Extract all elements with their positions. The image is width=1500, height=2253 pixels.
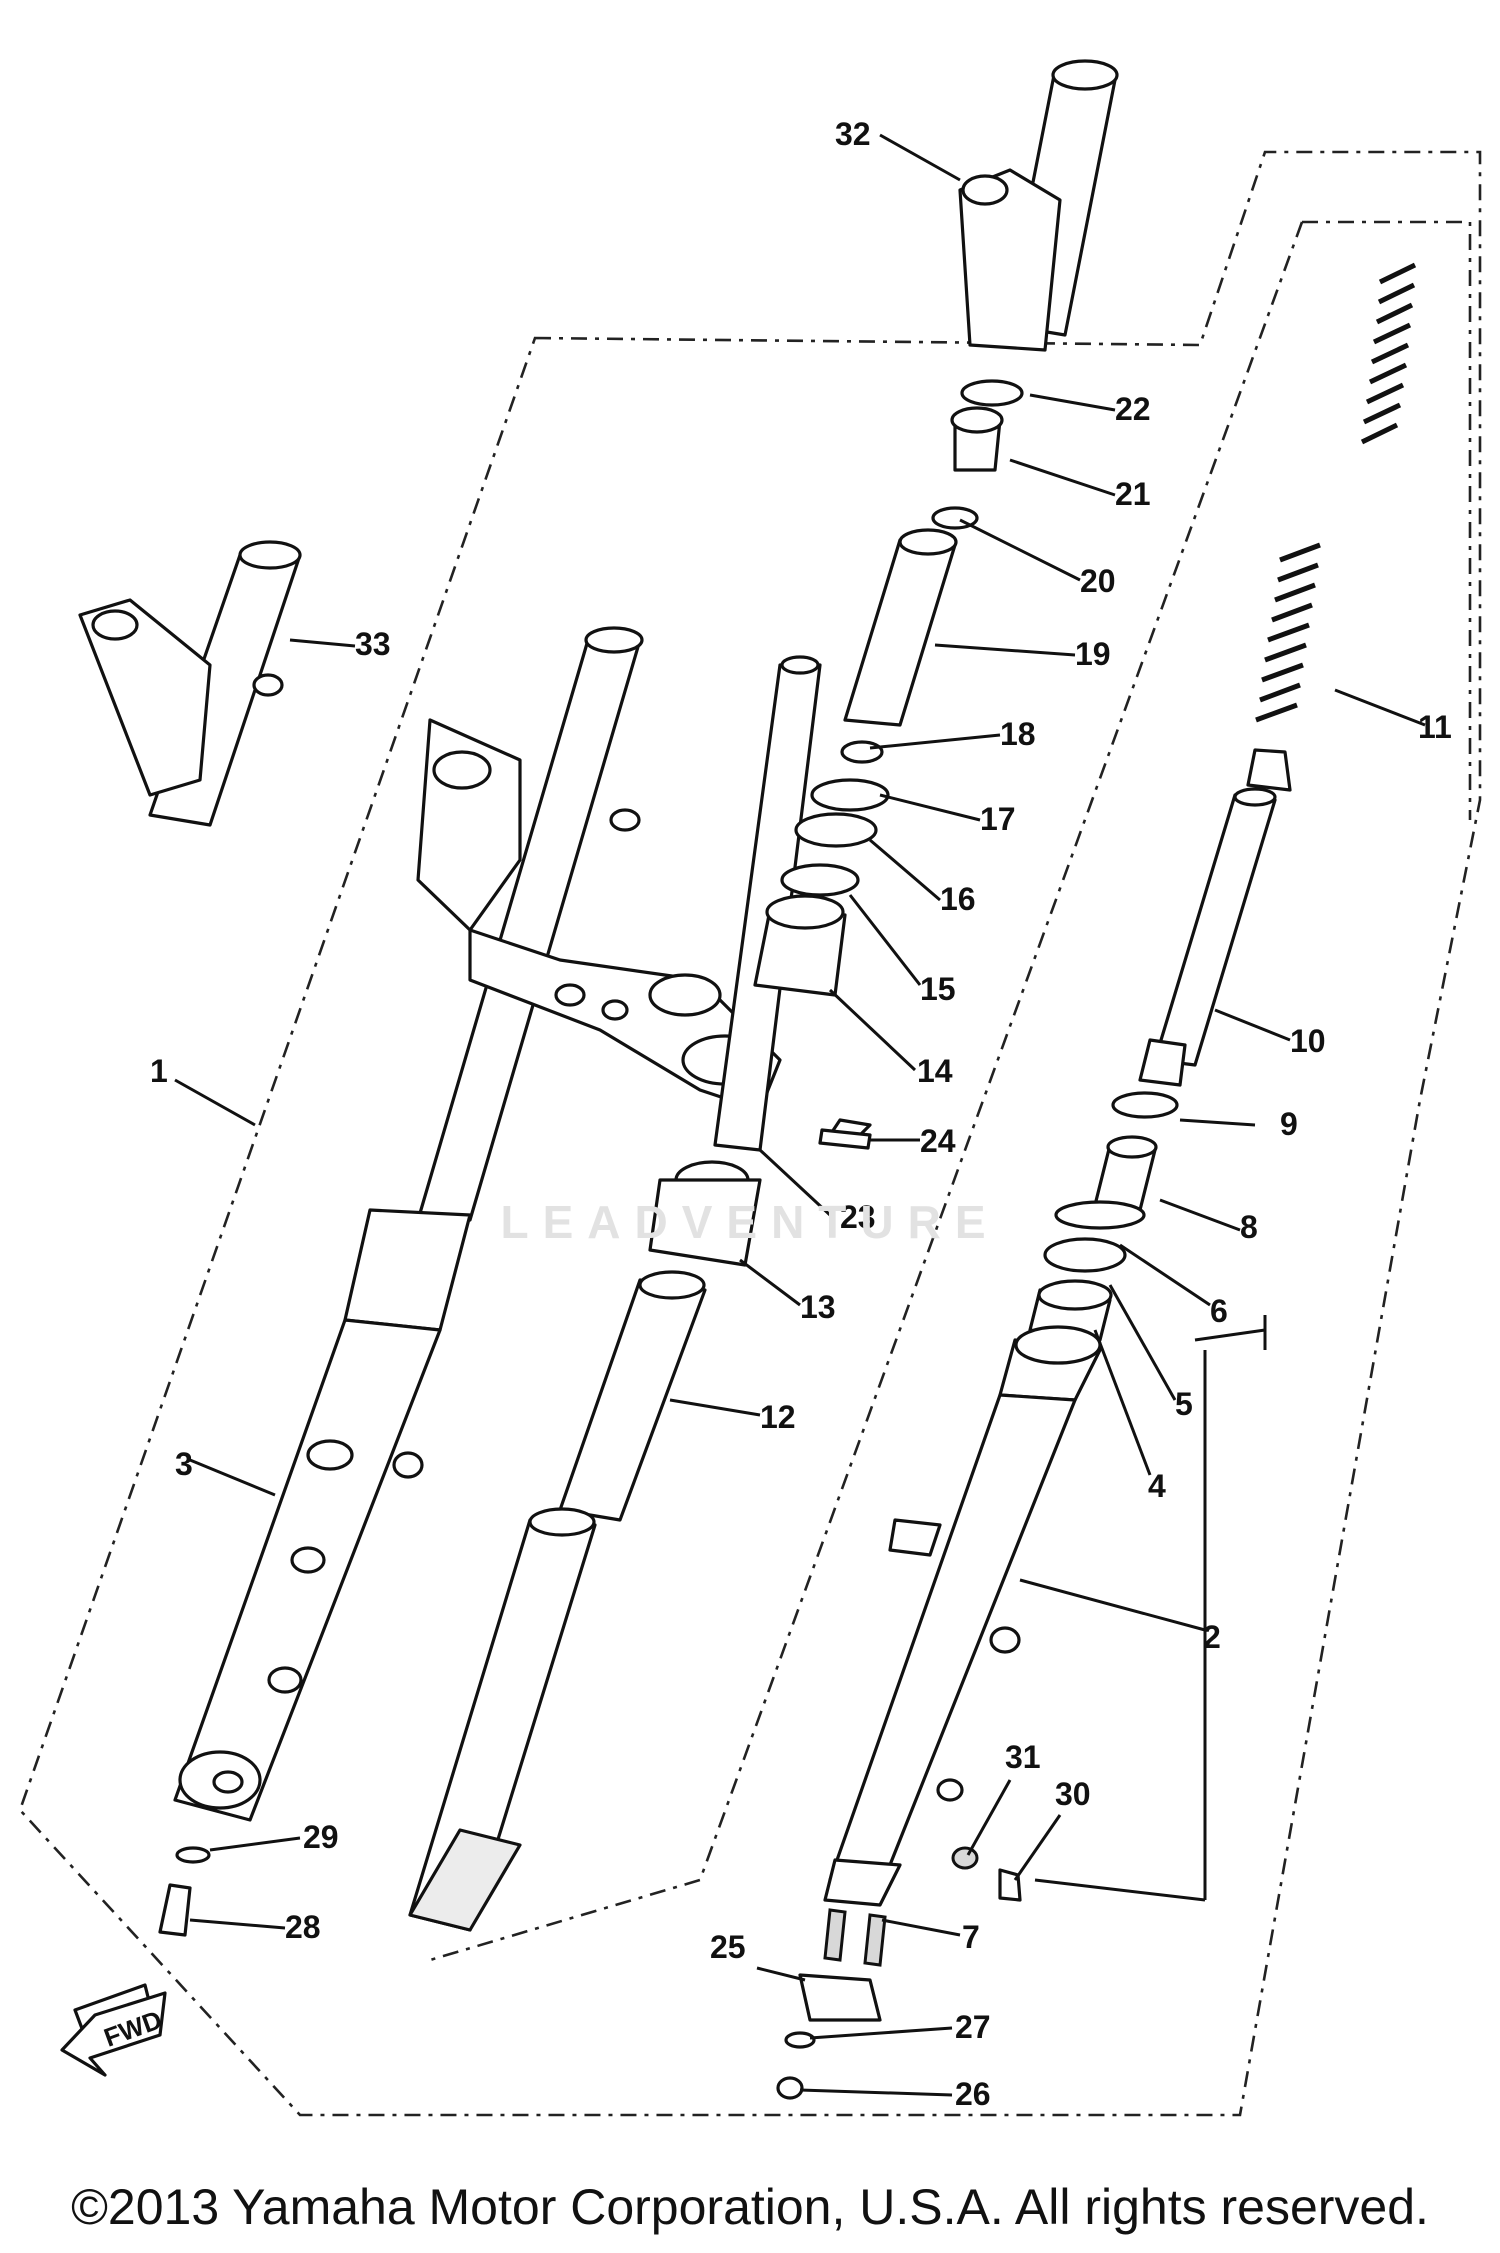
callout-7: 7 [962,1919,980,1955]
callout-30: 30 [1055,1776,1091,1812]
callout-20: 20 [1080,563,1116,599]
callout-27: 27 [955,2009,991,2045]
callout-5: 5 [1175,1386,1193,1422]
headlight-bracket-32 [958,59,1119,352]
headlight-bracket-33 [78,540,302,827]
fwd-arrow-icon: FWD [60,1991,167,2077]
callout-29: 29 [303,1819,339,1855]
callout-17: 17 [980,801,1016,837]
callout-22: 22 [1115,391,1151,427]
callout-19: 19 [1075,636,1111,672]
callout-28: 28 [285,1909,321,1945]
callout-11: 11 [1418,709,1452,745]
assembly-boundary-lines [18,150,1482,2117]
watermark: LEADVENTURE [500,1196,1000,1248]
callout-13: 13 [800,1289,836,1325]
callout-2: 2 [1203,1619,1221,1655]
callout-26: 26 [955,2076,991,2112]
callout-3: 3 [175,1446,193,1482]
callout-25: 25 [710,1929,746,1965]
callout-9: 9 [1280,1106,1298,1142]
callout-14: 14 [917,1053,953,1089]
callout-12: 12 [760,1399,796,1435]
right-outer-tube [823,1325,1102,1907]
callout-10: 10 [1290,1023,1326,1059]
callout-leader-lines [174,133,1426,2097]
callout-33: 33 [355,626,391,662]
callout-1: 1 [150,1053,168,1089]
callout-32: 32 [835,116,871,152]
callout-21: 21 [1115,476,1151,512]
callout-6: 6 [1210,1293,1228,1329]
callout-15: 15 [920,971,956,1007]
callout-23: 23 [840,1199,876,1235]
callout-31: 31 [1005,1739,1041,1775]
callout-4: 4 [1148,1468,1166,1504]
right-fork-internals [1028,262,1417,1342]
copyright-notice: ©2013 Yamaha Motor Corporation, U.S.A. A… [71,2179,1429,2235]
callout-24: 24 [920,1123,956,1159]
callout-16: 16 [940,881,976,917]
callout-8: 8 [1240,1209,1258,1245]
callout-18: 18 [1000,716,1036,752]
callout-numbers: 1 2 3 4 5 6 7 8 9 10 11 12 13 14 15 16 1… [150,116,1452,2112]
center-parts [408,379,1024,1932]
